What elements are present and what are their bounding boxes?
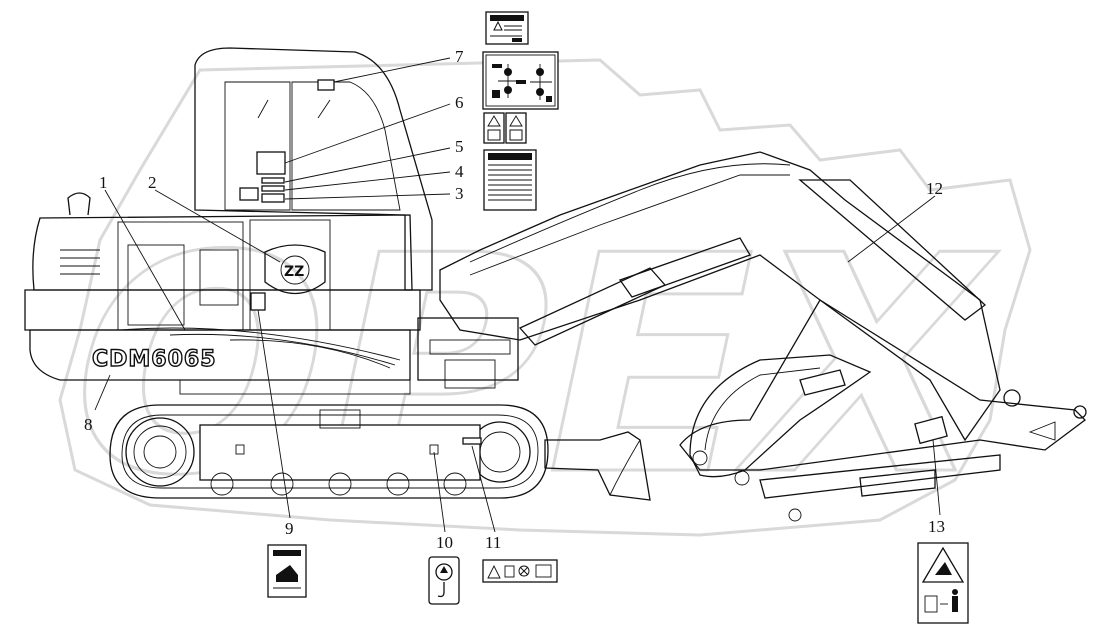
callout-labels: 1 2 3 4 5 6 7 8 9 10 11 12 13: [84, 47, 945, 552]
logo-emblem-icon: ZZ: [264, 244, 326, 295]
upper-body: CDM6065: [24, 192, 421, 395]
callout-12: 12: [926, 179, 943, 198]
warning-decal-icon: [485, 11, 529, 45]
track-undercarriage: [109, 404, 651, 501]
callout-11: 11: [485, 533, 501, 552]
model-label: CDM6065: [92, 347, 217, 372]
callout-4: 4: [455, 162, 464, 181]
callout-6: 6: [455, 93, 464, 112]
seat-belt-decal: [267, 544, 307, 598]
boom-arm-assembly: [417, 151, 1087, 522]
callout-1: 1: [99, 173, 108, 192]
text-warning-decal: [483, 149, 537, 211]
callout-9: 9: [285, 519, 294, 538]
lifting-hook-icon: [428, 556, 460, 605]
callout-2: 2: [148, 173, 157, 192]
fuel-warning-decal: [482, 559, 558, 583]
control-pattern-decal-icon: [482, 51, 559, 110]
callout-10: 10: [436, 533, 453, 552]
callout-7: 7: [455, 47, 464, 66]
callout-3: 3: [455, 184, 464, 203]
callout-8: 8: [84, 415, 93, 434]
callout-13: 13: [928, 517, 945, 536]
svg-text:ZZ: ZZ: [284, 264, 304, 280]
leader-lines: [94, 57, 941, 533]
warning-triangle-decals: [483, 112, 527, 144]
cab: [194, 47, 433, 291]
callout-5: 5: [455, 137, 464, 156]
crush-hazard-decal-icon: [917, 542, 969, 624]
body-decal-9: [250, 292, 266, 311]
